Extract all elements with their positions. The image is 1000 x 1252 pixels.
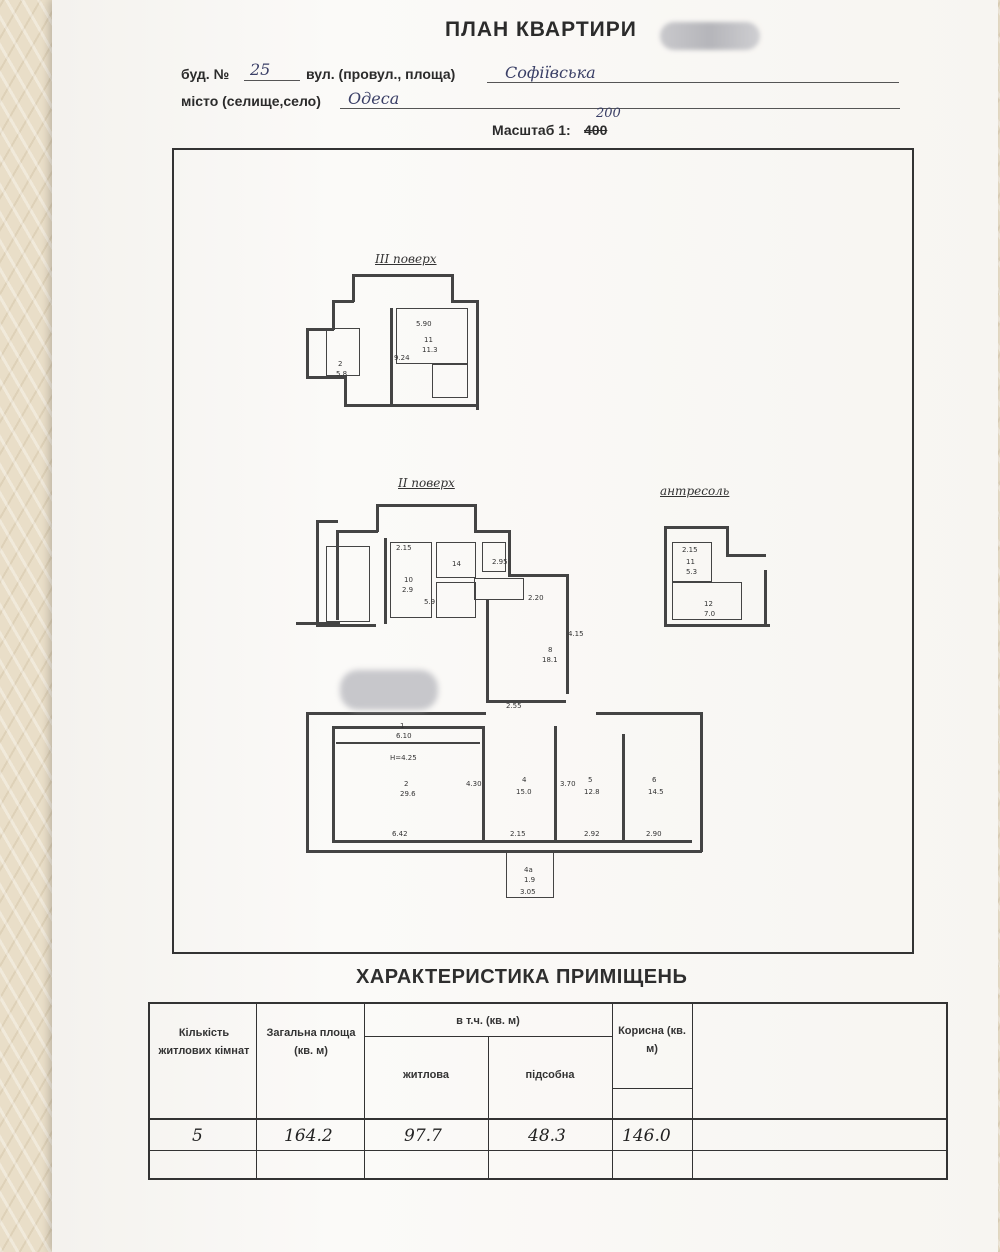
scale-old: 400 — [584, 122, 608, 138]
street-value: Софіївська — [505, 63, 596, 82]
characteristics-table: Кількість житлових кімнат Загальна площа… — [148, 1002, 948, 1182]
room-label: 14 — [452, 560, 461, 568]
document-sheet — [52, 0, 998, 1252]
floor3-plan: 5.90 11 11.3 2 5.8 9.24 — [296, 268, 496, 428]
room-label: 5.9 — [424, 598, 436, 606]
header-useful: Корисна (кв. м) — [618, 1025, 686, 1055]
value-useful: 146.0 — [622, 1126, 671, 1146]
room-label: 11 — [424, 336, 433, 344]
plan-frame — [172, 148, 914, 954]
value-rooms: 5 — [192, 1126, 203, 1146]
room-label: 3.70 — [560, 780, 576, 788]
document-title: ПЛАН КВАРТИРИ — [445, 18, 637, 41]
room-label: 29.6 — [400, 790, 416, 798]
room-label: 4 — [522, 776, 527, 784]
mezzanine-label: антресоль — [660, 484, 730, 498]
value-total-area: 164.2 — [284, 1126, 333, 1146]
street-label: вул. (провул., площа) — [306, 66, 455, 82]
value-auxiliary: 48.3 — [528, 1126, 566, 1146]
room-label: Н=4.25 — [390, 754, 417, 762]
room-label: 8 — [548, 646, 553, 654]
room-label: 5.8 — [336, 370, 348, 378]
room-label: 6.10 — [396, 732, 412, 740]
header-including: в т.ч. (кв. м) — [456, 1015, 520, 1027]
room-label: 11 — [686, 558, 695, 566]
room-label: 6 — [652, 776, 657, 784]
header-rooms: Кількість житлових кімнат — [158, 1027, 250, 1057]
mezzanine-plan: 2.15 11 5.3 12 7.0 — [658, 520, 770, 638]
room-label: 2.15 — [396, 544, 412, 552]
city-value: Одеса — [348, 89, 400, 108]
room-label: 9.24 — [394, 354, 410, 362]
scale-new: 200 — [596, 106, 621, 121]
room-label: 18.1 — [542, 656, 558, 664]
header-living: житлова — [402, 1069, 450, 1081]
room-label: 2.15 — [510, 830, 526, 838]
header-total-area: Загальна площа (кв. м) — [266, 1027, 356, 1057]
city-label: місто (селище,село) — [181, 93, 321, 109]
room-label: 6.42 — [392, 830, 408, 838]
room-label: 1.9 — [524, 876, 536, 884]
city-underline — [340, 108, 900, 109]
floor2-label: ІІ поверх — [398, 476, 455, 490]
room-label: 11.3 — [422, 346, 438, 354]
room-label: 12 — [704, 600, 713, 608]
building-label: буд. № — [181, 66, 230, 82]
floor2-plan: 2.15 10 2.9 5.9 14 2.95 2.20 8 18.1 2.55… — [296, 490, 708, 910]
room-label: 15.0 — [516, 788, 532, 796]
building-number: 25 — [250, 60, 271, 79]
street-label-text: вул. (провул., площа) — [306, 66, 456, 82]
floor3-label: ІІІ поверх — [375, 252, 437, 266]
room-label: 2.95 — [492, 558, 508, 566]
room-label: 3.05 — [520, 888, 536, 896]
room-label: 2 — [404, 780, 409, 788]
room-label: 4а — [524, 866, 533, 874]
scale-label: Масштаб 1: — [492, 122, 571, 138]
room-label: 2.9 — [402, 586, 414, 594]
room-label: 5.3 — [686, 568, 698, 576]
room-label: 2.90 — [646, 830, 662, 838]
header-auxiliary: підсобна — [525, 1069, 575, 1081]
room-label: 12.8 — [584, 788, 600, 796]
room-label: 14.5 — [648, 788, 664, 796]
room-label: 5.90 — [416, 320, 432, 328]
room-label: 4.30 — [466, 780, 482, 788]
room-label: 7.0 — [704, 610, 716, 618]
room-label: 2.20 — [528, 594, 544, 602]
room-label: 10 — [404, 576, 413, 584]
room-label: 1 — [400, 722, 405, 730]
room-label: 2 — [338, 360, 343, 368]
room-label: 5 — [588, 776, 593, 784]
street-underline — [487, 82, 899, 83]
room-label: 2.55 — [506, 702, 522, 710]
characteristics-title: ХАРАКТЕРИСТИКА ПРИМІЩЕНЬ — [356, 966, 688, 988]
redaction-blur — [340, 670, 438, 710]
building-underline — [244, 80, 300, 81]
room-label: 2.92 — [584, 830, 600, 838]
value-living: 97.7 — [404, 1126, 442, 1146]
room-label: 2.15 — [682, 546, 698, 554]
room-label: 4.15 — [568, 630, 584, 638]
redaction-blur — [660, 22, 760, 50]
